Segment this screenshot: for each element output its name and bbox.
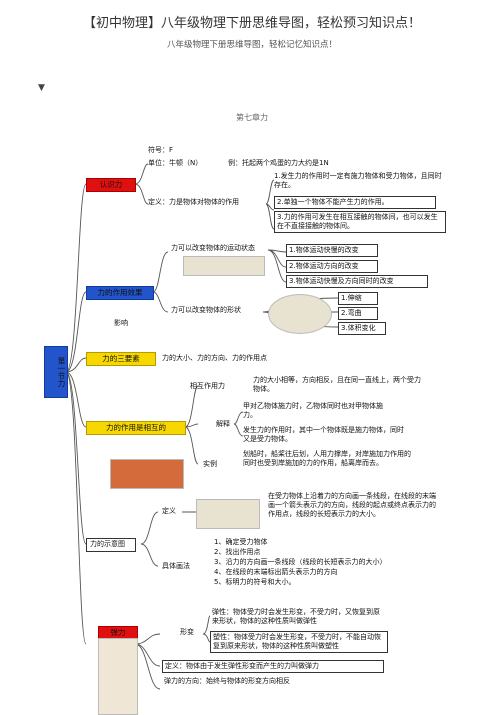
- motion-item-1: 1.物体运动快慢的改变: [289, 246, 359, 254]
- motion-illustration: [183, 256, 265, 276]
- elements-node[interactable]: 力的三要素: [86, 352, 156, 366]
- force-rule-2: 2.单独一个物体不能产生力的作用。: [277, 198, 389, 206]
- diagram-method: 具体画法: [162, 562, 190, 570]
- root-label: 第一节力: [57, 357, 66, 387]
- effects-node[interactable]: 力的作用效果: [86, 286, 154, 300]
- motion-item-3: 3.物体运动快慢及方向同时的改变: [289, 277, 394, 285]
- shape-illustration: [268, 294, 332, 334]
- elastic-definition-box: 定义：物体由于发生弹性形变而产生的力叫做弹力: [162, 660, 384, 673]
- mutual-explain-1: 甲对乙物体施力时，乙物体同时也对甲物体施力。: [243, 402, 383, 419]
- mutual-example-text: 划船时，船桨往后划，人用力撑岸，对岸施加力作用的同时也受到岸施加的力的作用，船离…: [243, 450, 411, 467]
- elastic-definition: 定义：物体由于发生弹性形变而产生的力叫做弹力: [165, 662, 319, 670]
- shape-item-3-box: 3.体积变化: [338, 322, 386, 335]
- motion-item-2: 2.物体运动方向的改变: [289, 262, 359, 270]
- elastic-plasticity: 塑性：物体受力时会发生形变，不受力时，不能自动恢复到原来形状，物体的这种性质叫做…: [213, 633, 381, 650]
- motion-item-1-box: 1.物体运动快慢的改变: [286, 244, 378, 257]
- mutual-node-label: 力的作用是相互的: [106, 423, 166, 432]
- motion-item-2-box: 2.物体运动方向的改变: [286, 260, 378, 273]
- elastic-elasticity: 弹性：物体受力时会发生形变，不受力时，又恢复到原来形状，物体的这种性质叫做弹性: [212, 608, 380, 625]
- elastic-deform: 形变: [180, 628, 194, 636]
- diagram-step-3: 3、沿力的方向画一条线段（线段的长短表示力的大小）: [214, 558, 387, 566]
- force-rule-3-box: 3.力的作用可发生在相互接触的物体间，也可以发生在不直接接触的物体间。: [274, 211, 446, 233]
- chapter-label: 第七章力: [236, 113, 268, 122]
- shape-item-2: 2.弯曲: [341, 309, 362, 317]
- diagram-step-4: 4、在线段的末端标出箭头表示力的方向: [214, 568, 338, 576]
- diagram-step-1: 1、确定受力物体: [214, 538, 268, 546]
- elements-text: 力的大小、力的方向、力的作用点: [162, 354, 267, 362]
- diagram-step-2: 2、找出作用点: [214, 548, 261, 556]
- shape-item-2-box: 2.弯曲: [338, 307, 378, 320]
- force-node[interactable]: 认识力: [86, 178, 136, 192]
- effects-node-label: 力的作用效果: [97, 288, 143, 297]
- diagram-node-label: 力的示意图: [90, 540, 125, 548]
- mutual-interaction-text: 力的大小相等，方向相反，且在同一直线上，两个受力物体。: [253, 376, 421, 393]
- force-example: 例：托起两个鸡蛋的力大约是1N: [228, 159, 329, 167]
- collapse-triangle-icon[interactable]: ▼: [38, 83, 45, 93]
- mind-map: 第一节力 认识力 符号：F 单位：牛顿（N） 例：托起两个鸡蛋的力大约是1N 定…: [38, 134, 483, 715]
- diagram-step-5: 5、标明力的符号和大小。: [214, 578, 296, 586]
- force-rule-2-box: 2.单独一个物体不能产生力的作用。: [274, 196, 436, 209]
- force-node-label: 认识力: [99, 180, 123, 189]
- mutual-interaction: 相互作用力: [190, 382, 225, 390]
- boat-illustration: [110, 459, 184, 489]
- plasticity-box: 塑性：物体受力时会发生形变，不受力时，不能自动恢复到原来形状，物体的这种性质叫做…: [210, 631, 388, 653]
- force-rule-1: 1.发生力的作用时一定有施力物体和受力物体，且同时存在。: [274, 172, 442, 189]
- effects-motion: 力可以改变物体的运动状态: [171, 244, 255, 252]
- bow-illustration: [98, 638, 138, 715]
- effects-influence: 影响: [114, 319, 128, 327]
- mutual-explain: 解释: [216, 420, 230, 428]
- mutual-example: 实例: [203, 460, 217, 468]
- shape-item-3: 3.体积变化: [341, 324, 376, 332]
- diagram-node[interactable]: 力的示意图: [86, 538, 136, 552]
- cart-illustration: [196, 499, 260, 529]
- diagram-definition: 定义: [162, 507, 176, 515]
- root-node[interactable]: 第一节力: [44, 346, 68, 398]
- diagram-definition-text: 在受力物体上沿着力的方向画一条线段，在线段的末端画一个箭头表示力的方向，线段的起…: [268, 492, 436, 518]
- page-title: 【初中物理】八年级物理下册思维导图，轻松预习知识点！: [82, 16, 421, 31]
- force-symbol: 符号：F: [148, 146, 174, 154]
- force-rule-3: 3.力的作用可发生在相互接触的物体间，也可以发生在不直接接触的物体间。: [277, 213, 438, 230]
- force-unit: 单位：牛顿（N）: [148, 159, 203, 167]
- page-subtitle: 八年级物理下册思维导图，轻松记忆知识点！: [166, 40, 337, 50]
- shape-item-1: 1.伸缩: [341, 294, 362, 302]
- elastic-node-label: 弹力: [110, 628, 126, 637]
- motion-item-3-box: 3.物体运动快慢及方向同时的改变: [286, 275, 428, 288]
- mutual-node[interactable]: 力的作用是相互的: [86, 421, 186, 435]
- elements-node-label: 力的三要素: [102, 354, 140, 363]
- force-definition: 定义：力是物体对物体的作用: [148, 198, 239, 206]
- mutual-explain-2: 发生力的作用时，其中一个物体既是施力物体，同时又是受力物体。: [243, 426, 404, 443]
- elastic-direction: 弹力的方向：始终与物体的形变方向相反: [164, 677, 290, 685]
- effects-shape: 力可以改变物体的形状: [171, 306, 241, 314]
- shape-item-1-box: 1.伸缩: [338, 292, 378, 305]
